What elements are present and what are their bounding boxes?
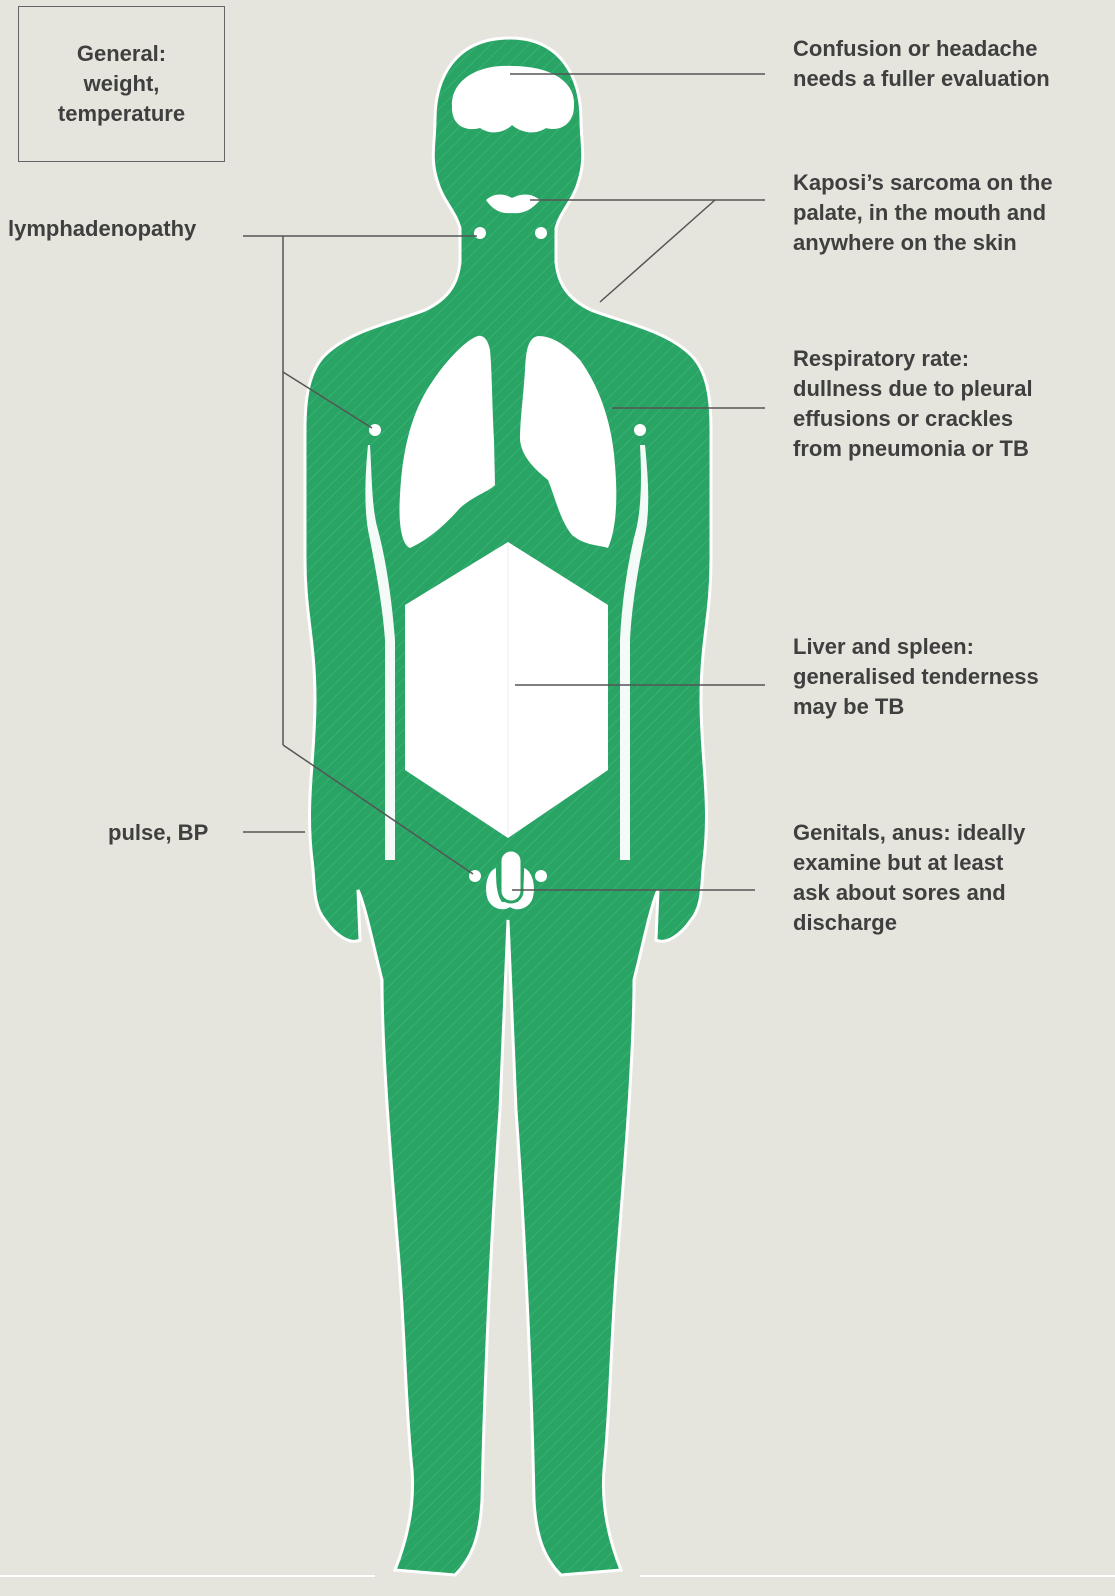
respiratory-label: Respiratory rate: dullness due to pleura… bbox=[793, 344, 1033, 464]
general-box: General: weight, temperature bbox=[18, 6, 225, 162]
general-label: General: weight, temperature bbox=[58, 39, 185, 129]
lymphadenopathy-label: lymphadenopathy bbox=[8, 214, 196, 244]
liver-spleen-label: Liver and spleen: generalised tenderness… bbox=[793, 632, 1039, 722]
brain-shape bbox=[452, 66, 574, 133]
pulse-bp-label: pulse, BP bbox=[108, 818, 208, 848]
kaposi-sarcoma-label: Kaposi’s sarcoma on the palate, in the m… bbox=[793, 168, 1053, 258]
head-evaluation-label: Confusion or headache needs a fuller eva… bbox=[793, 34, 1050, 94]
genitals-label: Genitals, anus: ideally examine but at l… bbox=[793, 818, 1025, 938]
